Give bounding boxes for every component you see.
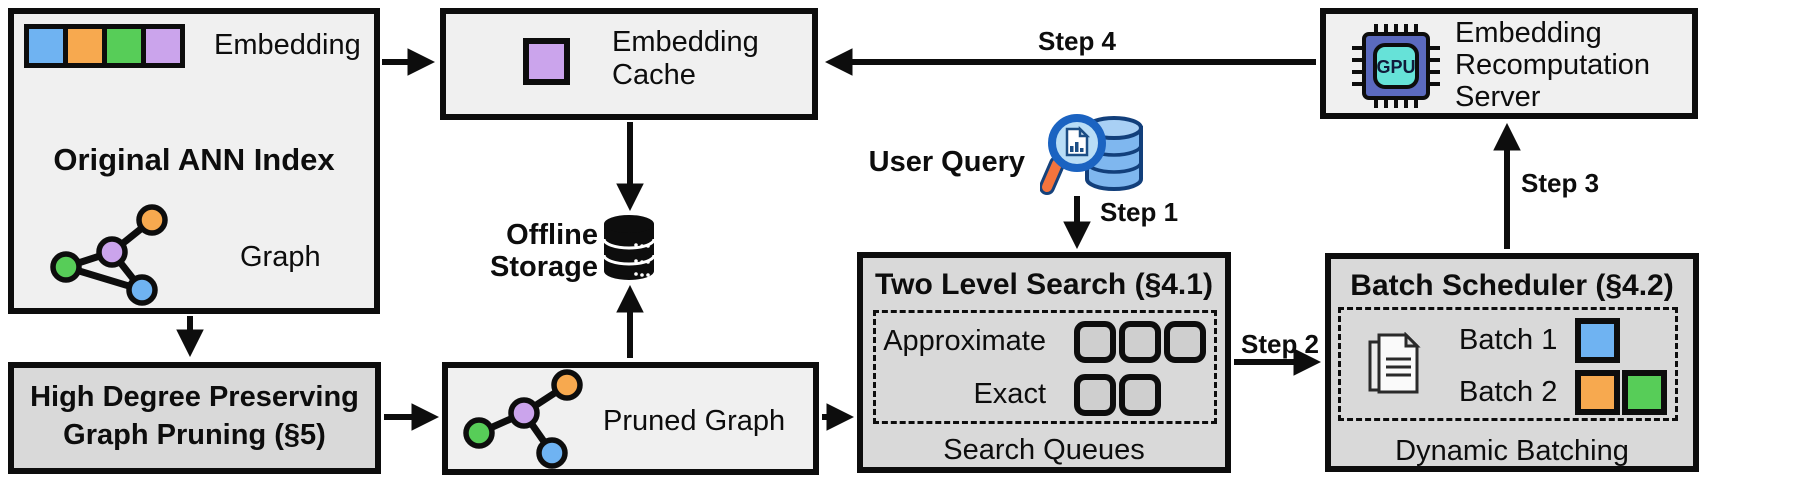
step-2-label: Step 2: [1240, 329, 1320, 359]
graph-icon: [50, 204, 168, 306]
queue-slot-icon: [1119, 373, 1161, 416]
purple-embedding-cell: [146, 29, 180, 63]
step-3-label: Step 3: [1521, 168, 1600, 198]
dynamic-batching-panel: Batch 1 Batch 2: [1338, 307, 1678, 421]
embedding-label: Embedding: [214, 29, 361, 61]
green-embedding-cell: [1622, 369, 1668, 415]
embedding-recomputation-server-label: Embedding Recomputation Server: [1455, 17, 1651, 113]
orange-embedding-cell: [68, 29, 102, 63]
cached-embedding-icon: [523, 38, 570, 85]
pruned-graph-label: Pruned Graph: [603, 405, 786, 437]
pruned-graph-icon: [463, 369, 583, 469]
batch-scheduler-title: Batch Scheduler (§4.2): [1350, 269, 1674, 302]
embedding-cache-label: Embedding Cache: [612, 26, 759, 91]
queue-slot-icon: [1119, 320, 1161, 363]
search-queues-panel: Approximate Exact: [873, 310, 1217, 424]
queue-slot-icon: [1164, 320, 1206, 363]
exact-queue-row: Exact: [876, 368, 1214, 421]
gpu-icon-text: GPU: [1376, 57, 1415, 77]
original-ann-index-box: Embedding Original ANN Index Graph: [8, 8, 380, 314]
original-ann-index-title: Original ANN Index: [53, 142, 335, 177]
queue-slot-icon: [1074, 373, 1116, 416]
approximate-label: Approximate: [883, 325, 1046, 357]
gpu-icon: GPU: [1352, 24, 1440, 108]
batch-2-label: Batch 2: [1459, 375, 1558, 408]
embedding-vector-icon: [24, 24, 185, 68]
search-queues-label: Search Queues: [943, 434, 1145, 466]
documents-icon: [1368, 332, 1421, 394]
batch-2-row: Batch 2: [1459, 366, 1675, 418]
two-level-search-title: Two Level Search (§4.1): [875, 268, 1213, 301]
offline-storage-database-icon: [602, 215, 656, 280]
orange-embedding-cell: [1575, 369, 1621, 415]
offline-storage-label: Offline Storage: [490, 219, 598, 283]
approximate-queue-row: Approximate: [876, 315, 1214, 368]
exact-queue-icons: [1074, 373, 1161, 416]
blue-embedding-cell: [29, 29, 63, 63]
step-1-label: Step 1: [1100, 197, 1179, 227]
batch-1-embedding-icons: [1575, 317, 1621, 363]
user-query-label: User Query: [868, 146, 1025, 178]
batch-2-embedding-icons: [1575, 369, 1668, 415]
user-query-icon: [1040, 114, 1143, 195]
high-degree-pruning-label: High Degree Preserving Graph Pruning (§5…: [30, 381, 359, 451]
step-4-label: Step 4: [1037, 26, 1117, 56]
two-level-search-box: Two Level Search (§4.1) Approximate Exac…: [857, 252, 1231, 473]
dynamic-batching-label: Dynamic Batching: [1395, 435, 1629, 467]
exact-label: Exact: [973, 378, 1046, 410]
pruned-graph-box: Pruned Graph: [442, 362, 819, 475]
approximate-queue-icons: [1074, 320, 1206, 363]
embedding-cache-box: Embedding Cache: [440, 8, 818, 120]
green-embedding-cell: [107, 29, 141, 63]
batch-1-row: Batch 1: [1459, 314, 1675, 366]
graph-label: Graph: [240, 241, 321, 273]
embedding-recomputation-server-box: GPU Embedding Recomputation Server: [1320, 8, 1698, 119]
queue-slot-icon: [1074, 320, 1116, 363]
high-degree-pruning-box: High Degree Preserving Graph Pruning (§5…: [8, 362, 381, 474]
blue-embedding-cell: [1575, 317, 1621, 363]
batch-scheduler-box: Batch Scheduler (§4.2) Batch 1 Batch 2: [1325, 253, 1699, 472]
batch-1-label: Batch 1: [1459, 323, 1558, 356]
